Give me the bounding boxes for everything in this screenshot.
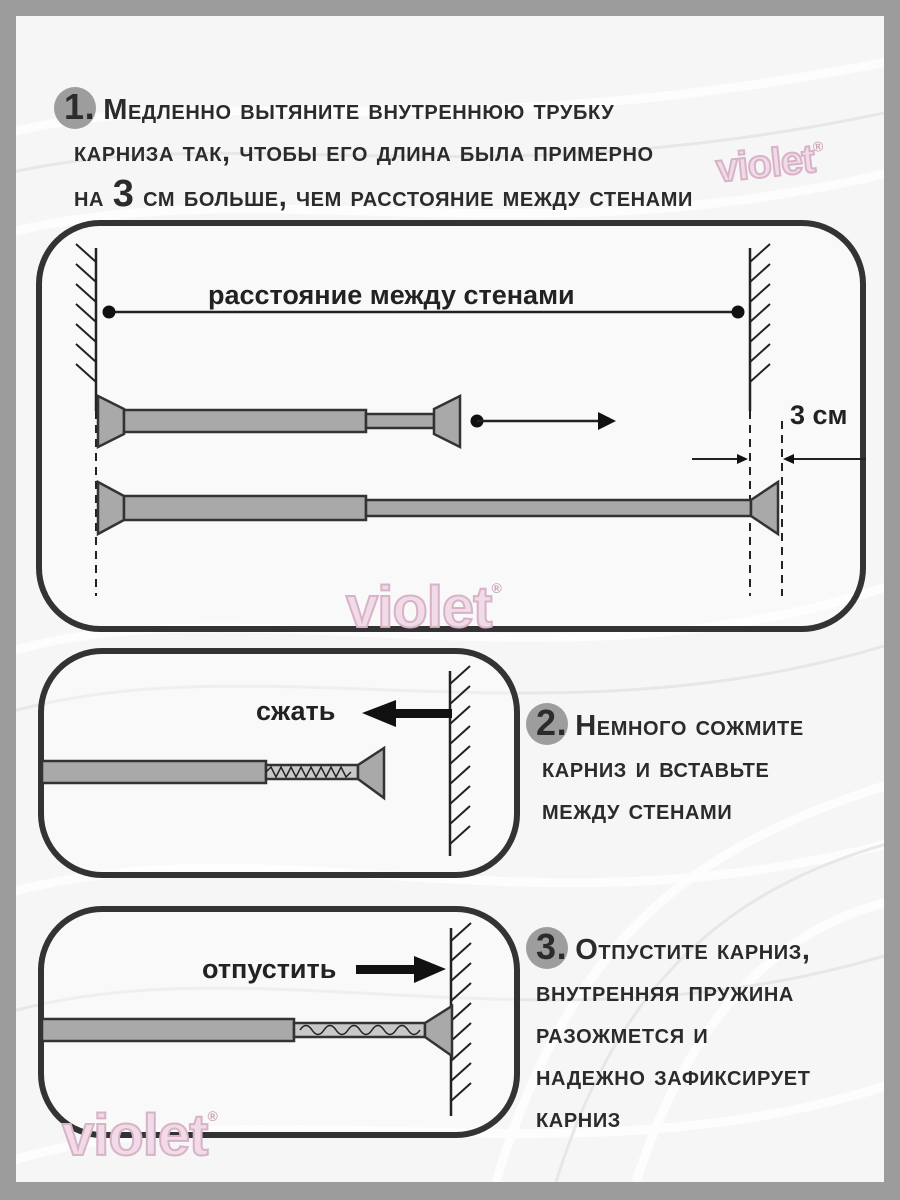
wall-2 — [448, 665, 471, 856]
watermark-center: violet® — [345, 574, 502, 641]
step-1-line-3: на 3 см больше, чем расстояние между сте… — [64, 173, 693, 218]
left-wall — [75, 243, 98, 596]
instruction-sheet: 1.Медленно вытяните внутреннюю трубку ка… — [16, 16, 884, 1182]
diagram-3 — [40, 922, 472, 1116]
watermark-center-mark: ® — [491, 580, 502, 596]
step-1-line-1: 1.Медленно вытяните внутреннюю трубку — [54, 86, 693, 131]
diagram-2 — [40, 665, 471, 856]
step-1-text: 1.Медленно вытяните внутреннюю трубку ка… — [54, 86, 693, 218]
distance-dimension — [102, 305, 745, 319]
step-1-number-badge: 1. — [54, 86, 96, 131]
compress-arrow — [362, 700, 452, 727]
compress-label: сжать — [256, 696, 336, 726]
extra-length-dimension — [692, 454, 866, 464]
watermark-center-text: violet — [345, 574, 493, 641]
step-1-number: 1. — [64, 86, 96, 127]
watermark-top-right-mark: ® — [812, 137, 824, 155]
step-2-text: 2.Немного сожмите карниз и вставьте межд… — [526, 702, 804, 831]
step-3-line-5: карниз — [536, 1102, 621, 1134]
diagram-1 — [75, 243, 866, 596]
right-wall — [748, 243, 783, 596]
step-3-line-3: разожмется и — [536, 1018, 709, 1050]
watermark-bottom-left-mark: ® — [207, 1108, 218, 1124]
watermark-bottom-left: violet® — [61, 1102, 218, 1169]
step-3-number-badge: 3. — [526, 926, 568, 971]
step-3-line-1-text: Отпустите карниз, — [575, 934, 811, 966]
rod-released — [40, 1003, 454, 1059]
step-3-line-4: надежно зафиксирует — [536, 1060, 811, 1092]
step-2-number-badge: 2. — [526, 702, 568, 747]
step-3-line-2: внутренняя пружина — [536, 976, 794, 1008]
step-3-number: 3. — [536, 926, 568, 967]
step-1-line-3-suffix: см больше, чем расстояние между стенами — [134, 181, 693, 213]
step-1-line-1-text: Медленно вытяните внутреннюю трубку — [103, 94, 615, 126]
pull-arrow — [470, 412, 616, 430]
step-1-line-2: карниза так, чтобы его длина была пример… — [74, 136, 654, 168]
release-arrow — [356, 956, 446, 983]
distance-label: расстояние между стенами — [208, 280, 575, 310]
wall-3 — [449, 922, 472, 1116]
watermark-bottom-left-text: violet — [61, 1102, 209, 1169]
rod-compressed — [40, 745, 386, 801]
step-1-line-3-prefix: на — [74, 181, 113, 213]
step-2-line-1-text: Немного сожмите — [575, 710, 804, 742]
step-2-line-2: карниз и вставьте — [542, 752, 770, 784]
step-2-line-3: между стенами — [542, 794, 733, 826]
step-2-line-1: 2.Немного сожмите — [526, 702, 804, 747]
step-3-text: 3.Отпустите карниз, внутренняя пружина р… — [526, 926, 811, 1139]
step-1-line-3-number: 3 — [112, 173, 135, 215]
extended-rod — [96, 479, 780, 537]
release-label: отпустить — [202, 954, 337, 984]
short-rod — [96, 393, 462, 450]
step-2-number: 2. — [536, 702, 568, 743]
extra-length-label: 3 см — [790, 400, 848, 430]
step-3-line-1: 3.Отпустите карниз, — [526, 926, 811, 971]
watermark-top-right-text: violet — [713, 136, 818, 192]
